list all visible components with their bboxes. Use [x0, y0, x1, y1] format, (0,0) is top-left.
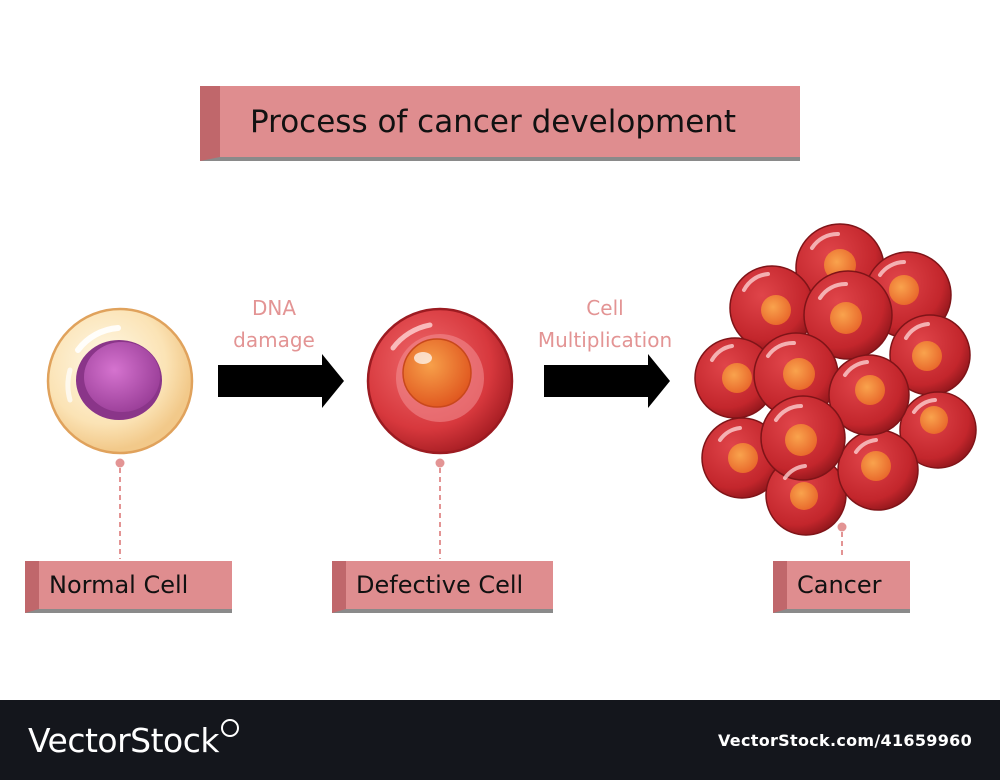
stage-label-defective-cell: Defective Cell [332, 561, 553, 613]
defective-cell-icon [366, 307, 514, 455]
leader-line [435, 458, 445, 559]
arrow-icon [544, 354, 670, 408]
stock-id: VectorStock.com/41659960 [718, 730, 972, 750]
diagram-art [46, 223, 977, 559]
watermark-footer: VectorStock VectorStock.com/41659960 [0, 700, 1000, 780]
cancer-tumor-icon [694, 223, 977, 536]
step-label-cell-multiplication: Cell Multiplication [537, 296, 673, 352]
diagram-canvas: Process of cancer development DNA damage… [25, 86, 977, 613]
step-label-dna-damage: DNA damage [233, 296, 315, 352]
leader-line [837, 522, 847, 559]
leader-line [115, 458, 125, 559]
brand-logo: VectorStock [28, 719, 239, 760]
normal-cell-icon [46, 307, 194, 455]
stage-label-normal-cell: Normal Cell [25, 561, 232, 613]
diagram-title: Process of cancer development [200, 86, 800, 161]
registered-mark-icon [221, 719, 239, 737]
stage-label-cancer: Cancer [773, 561, 910, 613]
arrow-icon [218, 354, 344, 408]
